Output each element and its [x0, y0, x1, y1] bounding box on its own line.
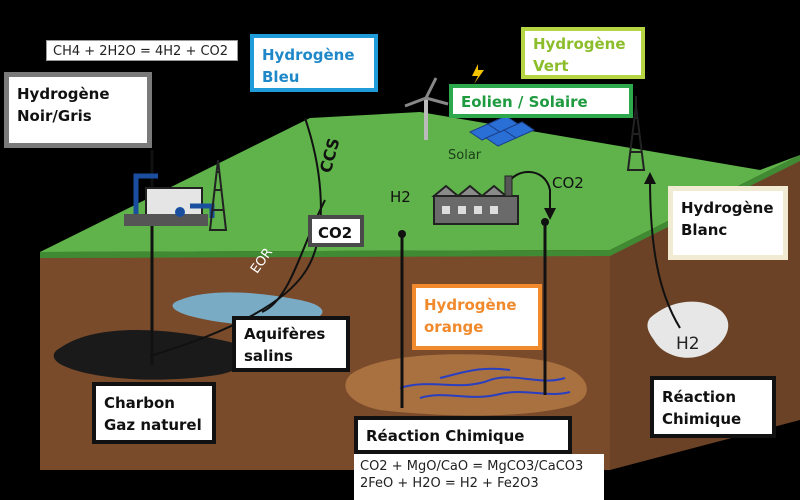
label-hydrogene-blanc: Hydrogène Blanc: [668, 186, 788, 260]
label-hydrogene-noir-gris: Hydrogène Noir/Gris: [4, 72, 152, 148]
white-h2-deposit: [647, 301, 729, 358]
factory-co2-arrowhead: [544, 208, 556, 220]
label-hydrogene-vert: Hydrogène Vert: [521, 27, 645, 79]
fracture-network: [399, 367, 571, 399]
equation-line-2: 2FeO + H2O = H2 + Fe2O3: [360, 476, 539, 491]
label-co2: CO2: [308, 215, 364, 247]
derrick-right-icon: [626, 96, 646, 171]
white-h2-arrow: [649, 177, 681, 329]
ccs-pipe: [149, 117, 322, 357]
factory-icon: [431, 175, 519, 225]
equation-line-1: CO2 + MgO/CaO = MgCO3/CaCO3: [360, 459, 584, 474]
grass-edge: [40, 250, 610, 258]
label-eolien-solaire: Eolien / Solaire: [449, 84, 633, 118]
smr-plant-icon: [124, 173, 215, 226]
h2-well-label: H2: [390, 188, 411, 206]
h2-well-head: [398, 230, 406, 238]
factory-co2-label: CO2: [552, 174, 584, 192]
label-aquiferes-salins: Aquifères salins: [232, 316, 350, 372]
solar-panels-icon: [468, 115, 536, 147]
lightning-icon: [472, 64, 484, 84]
wind-turbine-icon: [404, 77, 449, 140]
label-reaction-chimique-center: Réaction Chimique: [354, 416, 572, 454]
derrick-left-icon: [208, 159, 228, 231]
label-reaction-chimique-right: Réaction Chimique: [650, 376, 776, 438]
grass-top: [40, 112, 800, 252]
white-h2-arrowhead: [644, 172, 656, 184]
label-hydrogene-bleu: Hydrogène Bleu: [250, 34, 378, 92]
solar-label: Solar: [448, 148, 482, 163]
label-hydrogene-orange: Hydrogène orange: [412, 284, 542, 350]
mineralization-equations: CO2 + MgO/CaO = MgCO3/CaCO3 2FeO + H2O =…: [354, 454, 604, 500]
co2-well-head: [541, 218, 549, 226]
white-h2-label: H2: [676, 334, 700, 354]
smr-equation: CH4 + 2H2O = 4H2 + CO2: [46, 40, 238, 61]
label-charbon-gaz: Charbon Gaz naturel: [92, 382, 216, 444]
